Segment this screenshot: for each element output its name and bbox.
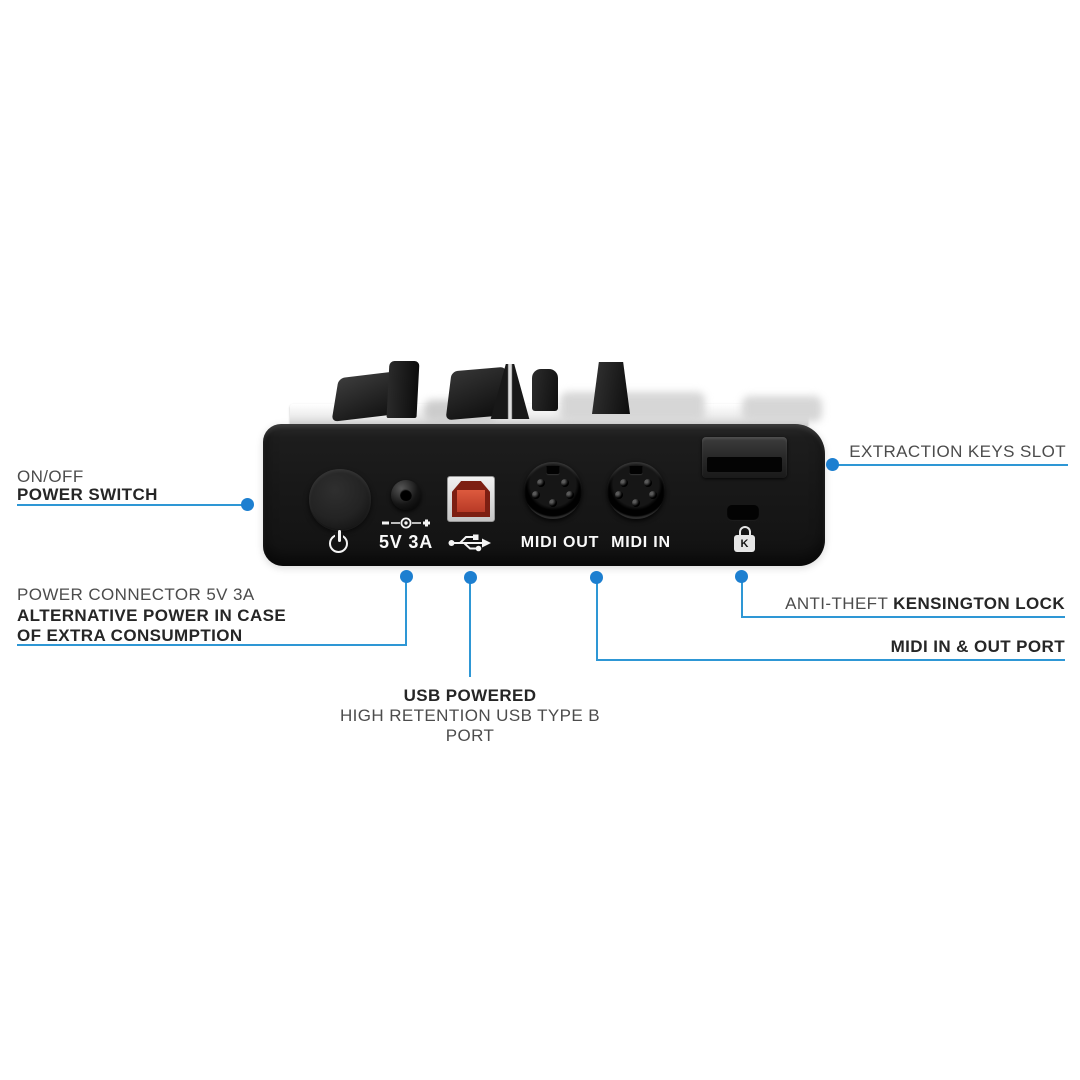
callout-power-connector: POWER CONNECTOR 5V 3A ALTERNATIVE POWER … (17, 585, 286, 647)
din-pin (632, 499, 640, 507)
callout-text: POWER CONNECTOR 5V 3A (17, 585, 255, 604)
power-switch-button (309, 469, 371, 529)
fader-cap (386, 361, 420, 418)
callout-text: ALTERNATIVE POWER IN CASE (17, 605, 287, 625)
leader-line (596, 659, 1065, 661)
leader-dot (400, 570, 413, 583)
extraction-keys-slot (702, 437, 787, 478)
leader-dot (464, 571, 477, 584)
kensington-lock-icon: K (733, 526, 757, 554)
leader-dot (735, 570, 748, 583)
din-pin (537, 479, 545, 487)
callout-text: OF EXTRA CONSUMPTION (17, 626, 243, 645)
leader-dot (590, 571, 603, 584)
leader-dot (241, 498, 254, 511)
din-notch (546, 466, 560, 474)
rotary-knob (532, 369, 558, 411)
din-pin (644, 479, 652, 487)
callout-kensington: ANTI-THEFT KENSINGTON LOCK (665, 594, 1065, 614)
usb-type-b-port (447, 476, 495, 522)
leader-line (741, 616, 1065, 618)
callout-text: MIDI IN & OUT PORT (890, 637, 1065, 656)
leader-line (469, 577, 471, 677)
din-pin (549, 499, 557, 507)
leader-line (833, 464, 1068, 466)
callout-power-switch: ON/OFF POWER SWITCH (17, 468, 158, 504)
din-pin (566, 491, 574, 499)
callout-text: KENSINGTON LOCK (893, 594, 1065, 613)
midi-out-port (524, 462, 582, 519)
usb-trident-icon (448, 534, 491, 552)
kensington-letter: K (734, 535, 755, 552)
callout-text: ON/OFF (17, 467, 84, 486)
din-notch (629, 466, 643, 474)
callout-extraction-keys: EXTRACTION KEYS SLOT (766, 442, 1066, 462)
blurred-keys (742, 396, 822, 422)
midi-in-label: MIDI IN (611, 534, 671, 551)
din-pin (649, 491, 657, 499)
callout-midi: MIDI IN & OUT PORT (665, 637, 1065, 657)
leader-line (741, 576, 743, 618)
rotary-knob (592, 362, 630, 414)
callout-text: POWER SWITCH (17, 485, 158, 504)
callout-text: USB POWERED (403, 686, 537, 705)
leader-line (596, 577, 598, 661)
callout-usb: USB POWERED HIGH RETENTION USB TYPE B PO… (320, 686, 620, 746)
din-pin (615, 491, 623, 499)
blurred-keys (560, 392, 705, 422)
dc-polarity-icon (382, 517, 430, 529)
din-pin (620, 479, 628, 487)
leader-dot (826, 458, 839, 471)
callout-text: HIGH RETENTION USB TYPE B PORT (339, 706, 600, 745)
din-pin (532, 491, 540, 499)
midi-in-port (607, 462, 665, 519)
kensington-lock-slot (727, 505, 759, 521)
leader-line (17, 504, 249, 506)
midi-out-label: MIDI OUT (520, 534, 600, 551)
callout-text: ANTI-THEFT (785, 594, 894, 613)
din-pin (561, 479, 569, 487)
power-icon (327, 530, 351, 554)
dc-power-connector (391, 480, 421, 510)
leader-line (405, 577, 407, 645)
leader-line (17, 644, 407, 646)
power-rating-label: 5V 3A (378, 532, 434, 552)
callout-text: EXTRACTION KEYS SLOT (849, 442, 1066, 461)
